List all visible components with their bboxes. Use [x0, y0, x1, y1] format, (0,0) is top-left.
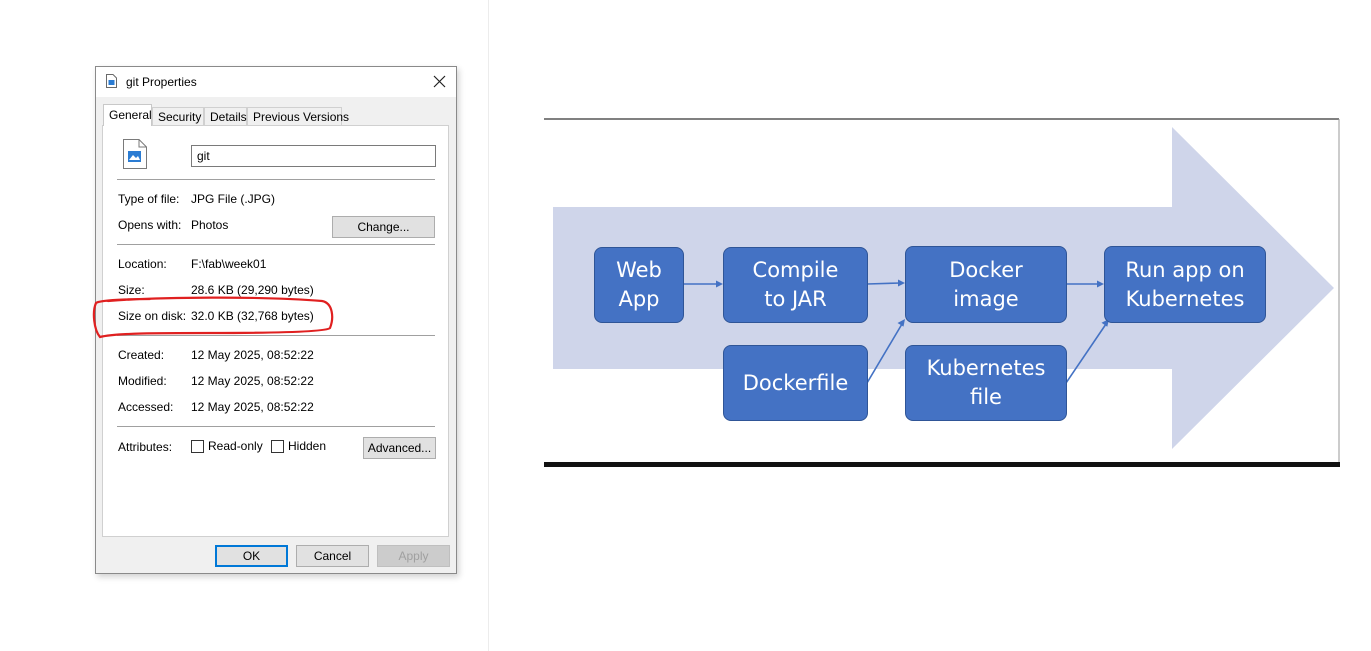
opens-with-label: Opens with: [118, 218, 182, 232]
diagram-bottom-border [544, 462, 1340, 467]
attributes-label: Attributes: [118, 440, 173, 454]
file-icon [106, 74, 117, 88]
apply-button[interactable]: Apply [377, 545, 450, 567]
node-line: Dockerfile [742, 370, 849, 395]
node-compile-to-jar: Compile to JAR [723, 247, 868, 323]
tab-previous-versions[interactable]: Previous Versions [247, 107, 349, 125]
node-text: Compile to JAR [753, 256, 839, 314]
general-panel: Type of file: JPG File (.JPG) Opens with… [102, 125, 449, 537]
cancel-button[interactable]: Cancel [296, 545, 369, 567]
file-name-input[interactable] [191, 145, 436, 167]
location-value: F:\fab\week01 [191, 257, 267, 271]
accessed-value: 12 May 2025, 08:52:22 [191, 400, 314, 414]
size-label: Size: [118, 283, 145, 297]
arrowhead [716, 280, 723, 288]
node-run-app-on-kubernetes: Run app on Kubernetes [1104, 246, 1266, 323]
modified-value: 12 May 2025, 08:52:22 [191, 374, 314, 388]
readonly-label: Read-only [208, 439, 263, 453]
properties-dialog: git Properties General Security Details … [95, 66, 457, 574]
size-on-disk-value: 32.0 KB (32,768 bytes) [191, 309, 314, 323]
node-text: Kubernetes file [927, 354, 1046, 412]
arrowhead [897, 319, 905, 327]
connectors [684, 282, 1107, 384]
arrowhead [898, 279, 905, 287]
node-line: image [953, 286, 1019, 311]
node-line: Run app on [1125, 257, 1245, 282]
separator [117, 179, 435, 180]
tab-details[interactable]: Details [204, 107, 247, 125]
ok-button[interactable]: OK [215, 545, 288, 567]
node-line: App [618, 287, 660, 311]
image-file-icon [123, 139, 147, 169]
node-line: Kubernetes [926, 356, 1046, 380]
checkbox-box[interactable] [271, 440, 284, 453]
arrowhead [1097, 280, 1104, 288]
tab-security[interactable]: Security [152, 107, 204, 125]
checkbox-box[interactable] [191, 440, 204, 453]
size-value: 28.6 KB (29,290 bytes) [191, 283, 314, 297]
created-value: 12 May 2025, 08:52:22 [191, 348, 314, 362]
node-line: Web [616, 258, 662, 282]
change-button[interactable]: Change... [332, 216, 435, 238]
node-docker-image: Docker image [905, 246, 1067, 323]
node-text: Dockerfile [743, 369, 849, 398]
close-button[interactable] [422, 67, 456, 97]
node-text: Run app on Kubernetes [1125, 256, 1244, 314]
node-dockerfile: Dockerfile [723, 345, 868, 421]
node-line: to JAR [764, 287, 827, 311]
title-bar[interactable]: git Properties [96, 67, 456, 97]
node-text: Docker image [949, 256, 1023, 314]
separator [117, 426, 435, 427]
node-line: file [970, 385, 1002, 409]
modified-label: Modified: [118, 374, 167, 388]
close-icon [433, 75, 446, 88]
accessed-label: Accessed: [118, 400, 174, 414]
type-label: Type of file: [118, 192, 180, 206]
dialog-title: git Properties [126, 75, 197, 89]
arrow-compile-docker [866, 282, 902, 285]
advanced-button[interactable]: Advanced... [363, 437, 436, 459]
size-on-disk-label: Size on disk: [118, 309, 187, 323]
location-label: Location: [118, 257, 167, 271]
node-line: Docker [949, 257, 1023, 282]
type-value: JPG File (.JPG) [191, 192, 276, 206]
arrow-k8s-run [1065, 323, 1107, 384]
opens-with-value: Photos [191, 218, 229, 232]
tab-general[interactable]: General [103, 104, 152, 126]
arrow-dockerfile-docker [866, 323, 903, 384]
node-line: Compile [752, 258, 839, 282]
separator [117, 335, 435, 336]
created-label: Created: [118, 348, 165, 362]
node-kubernetes-file: Kubernetes file [905, 345, 1067, 421]
hidden-label: Hidden [288, 439, 327, 453]
page-divider [488, 0, 489, 651]
node-line: Kubernetes [1125, 286, 1245, 311]
separator [117, 244, 435, 245]
